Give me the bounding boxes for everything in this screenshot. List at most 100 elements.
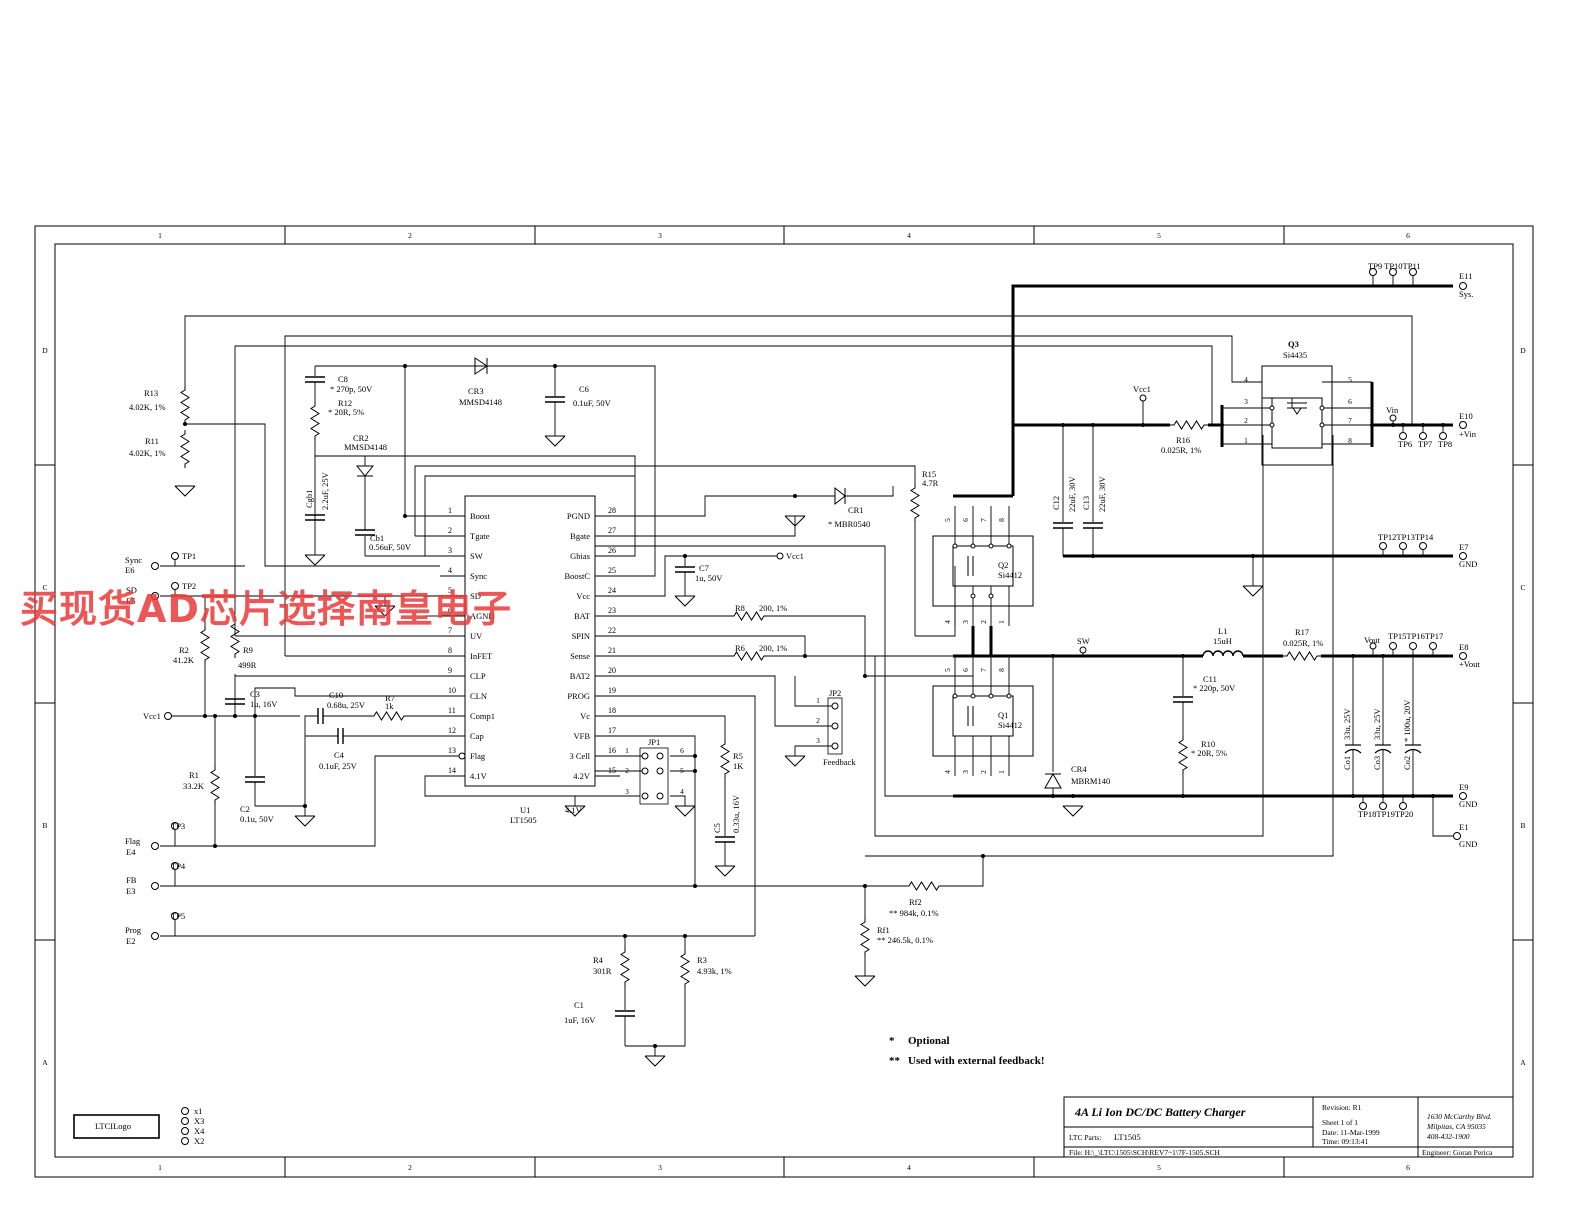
label-cgb1-value: 2.2uF, 25V: [320, 471, 330, 510]
connector-flag-id: E4: [126, 847, 136, 857]
ic-right-pin-number: 18: [608, 706, 616, 715]
label-r13: R13: [144, 388, 158, 398]
label-q3-value: Si4435: [1283, 350, 1307, 360]
resistor-r17: [1282, 651, 1322, 661]
watermark-text: 买现货AD芯片选择南皇电子: [20, 587, 512, 631]
testpoint-labels: TP1 TP2 TP3 TP4 TP5 TP9 TP10TP11 TP6 TP7…: [171, 261, 1452, 921]
svg-text:2: 2: [1244, 416, 1248, 425]
tp-top-sys-label: TP9 TP10TP11: [1368, 261, 1421, 271]
capacitor-c1: [614, 1010, 636, 1017]
connector-prog-id: E2: [126, 936, 135, 946]
ic-left-pin-name: InFET: [470, 651, 493, 661]
ic-right-pin-number: 26: [608, 546, 616, 555]
ic-left-pin-number: 8: [448, 646, 452, 655]
label-r10: R10: [1201, 739, 1215, 749]
label-r11: R11: [145, 436, 159, 446]
label-cr4-value: MBRM140: [1071, 776, 1110, 786]
svg-text:1: 1: [997, 620, 1006, 624]
label-co2-value: * 100u, 20V: [1402, 699, 1412, 742]
address-line: Milpitas, CA 95035: [1426, 1122, 1486, 1131]
ic-right-pin-name: SPIN: [572, 631, 590, 641]
label-c12: C12: [1051, 496, 1061, 510]
col-label-top: 1: [158, 231, 162, 240]
component-labels: C8 * 270p, 50V R12 * 20R, 5% CR3 MMSD414…: [129, 339, 1412, 1025]
svg-text:2: 2: [816, 716, 820, 725]
label-q1-value: Si4412: [998, 720, 1022, 730]
resistor-r1: [210, 765, 220, 805]
sheet-column-labels: 1 2 3 4 5 6 1 2 3 4 5 6 D C B A D C B A: [42, 231, 1526, 1172]
ic-left-pin-number: 6: [448, 606, 452, 615]
label-c10-value: 0.68u, 25V: [327, 700, 366, 710]
notes: * Optional ** Used with external feedbac…: [889, 1035, 1045, 1067]
ic-right-pin-name: BAT2: [570, 671, 590, 681]
svg-text:3: 3: [625, 787, 629, 796]
terminal-circles: [151, 268, 1467, 1145]
col-label-bottom: 5: [1157, 1163, 1161, 1172]
svg-text:3: 3: [961, 620, 970, 624]
ic-left-pin-number: 5: [448, 586, 452, 595]
label-cr1-value: * MBR0540: [828, 519, 870, 529]
resistor-r15: [910, 483, 920, 523]
row-label-left: B: [42, 821, 47, 830]
hole-label: X4: [194, 1126, 205, 1136]
label-c7-value: 1u, 50V: [695, 573, 723, 583]
ic-left-pin-number: 1: [448, 506, 452, 515]
label-co1-value: 33u, 25V: [1342, 708, 1352, 741]
engineer: Engineer: Goran Perica: [1422, 1148, 1493, 1157]
connector-gnd7-name: GND: [1459, 559, 1477, 569]
title-block: 4A Li Ion DC/DC Battery Charger LTC Part…: [1063, 1096, 1514, 1158]
ic-right-pin-number: 25: [608, 566, 616, 575]
label-cr2: CR2: [353, 433, 369, 443]
label-cr4: CR4: [1071, 764, 1087, 774]
connector-fb-name: FB: [126, 875, 137, 885]
power-wires: [953, 284, 1453, 798]
label-jp2-value: Feedback: [823, 757, 856, 767]
svg-text:7: 7: [1348, 416, 1352, 425]
ic-left-pin-name: CLP: [470, 671, 486, 681]
ic-right-pin-number: 20: [608, 666, 616, 675]
resistor-r4: [620, 947, 630, 987]
ic-left-pin-name: UV: [470, 631, 483, 641]
tp5-label: TP5: [171, 911, 185, 921]
col-label-bottom: 2: [408, 1163, 412, 1172]
svg-text:1: 1: [625, 746, 629, 755]
ic-left-pin-number: 3: [448, 546, 452, 555]
note-mark: *: [889, 1035, 895, 1047]
col-label-top: 3: [658, 231, 662, 240]
label-r10-value: * 20R, 5%: [1191, 748, 1227, 758]
note-text: Optional: [908, 1035, 950, 1047]
inductor-l1: [1202, 650, 1244, 657]
label-c7: C7: [699, 563, 709, 573]
connector-prog-name: Prog: [125, 925, 142, 935]
resistor-r7: [369, 711, 409, 721]
ic-left-pin-name: Flag: [470, 751, 486, 761]
ic-right-pin-name: BoostC: [564, 571, 590, 581]
label-r12-value: * 20R, 5%: [328, 407, 364, 417]
resistor-r8: [729, 611, 769, 621]
ic-refdes: U1: [520, 805, 530, 815]
col-label-top: 6: [1406, 231, 1410, 240]
connector-vout-id: E8: [1459, 642, 1468, 652]
resistor-r3: [680, 949, 690, 989]
capacitor-c12: [1052, 522, 1074, 529]
svg-text:8: 8: [997, 668, 1006, 672]
svg-text:1: 1: [816, 696, 820, 705]
connector-labels: Sync E6 SD E5 Flag E4 FB E3 Prog E2 E11 …: [125, 271, 1480, 946]
capacitor-c2: [244, 776, 266, 783]
title-text: 4A Li Ion DC/DC Battery Charger: [1074, 1105, 1246, 1119]
col-label-bottom: 3: [658, 1163, 662, 1172]
ic-right-pin-number: 23: [608, 606, 616, 615]
ic-left-pin-name: Cap: [470, 731, 484, 741]
ic-left-pin-name: AGND: [470, 611, 495, 621]
label-r17: R17: [1295, 627, 1309, 637]
label-r7: R7: [385, 693, 395, 703]
logo-text: LTCILogo: [95, 1121, 131, 1131]
svg-text:3: 3: [961, 770, 970, 774]
label-c11-value: * 220p, 50V: [1193, 683, 1236, 693]
ic-right-pin-number: 21: [608, 646, 616, 655]
ic-left-pin-name: Boost: [470, 511, 490, 521]
label-c6-value: 0.1uF, 50V: [573, 398, 612, 408]
tp-vout-row-label: TP15TP16TP17: [1388, 631, 1443, 641]
ic-left-pin-number: 11: [448, 706, 456, 715]
connector-sys-id: E11: [1459, 271, 1472, 281]
